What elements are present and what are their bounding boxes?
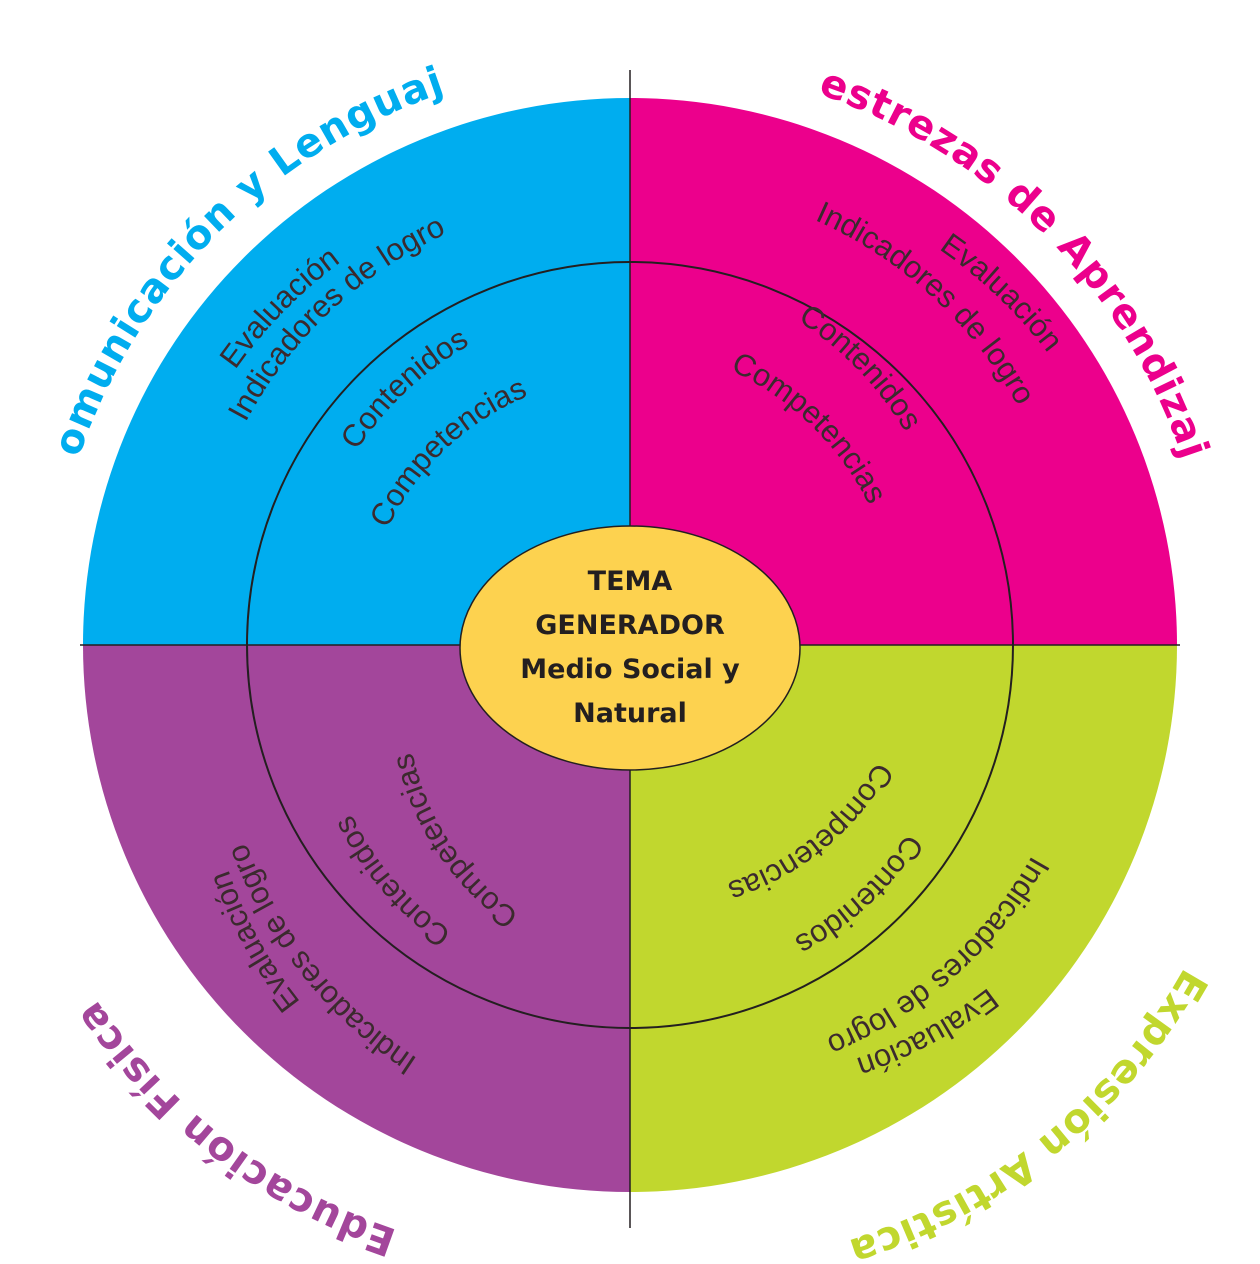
inner-ring [246,261,1014,1029]
quadrant-bottom-right [630,645,1177,1192]
quadrant-bottom-left [83,645,630,1192]
center-line-4: Natural [573,698,687,729]
quadrant-top-right [630,98,1177,645]
center-line-3: Medio Social y [520,654,740,685]
quadrant-top-left [83,98,630,645]
center-line-1: TEMA [588,566,673,597]
center-line-2: GENERADOR [535,610,725,641]
center-ellipse [459,525,801,771]
